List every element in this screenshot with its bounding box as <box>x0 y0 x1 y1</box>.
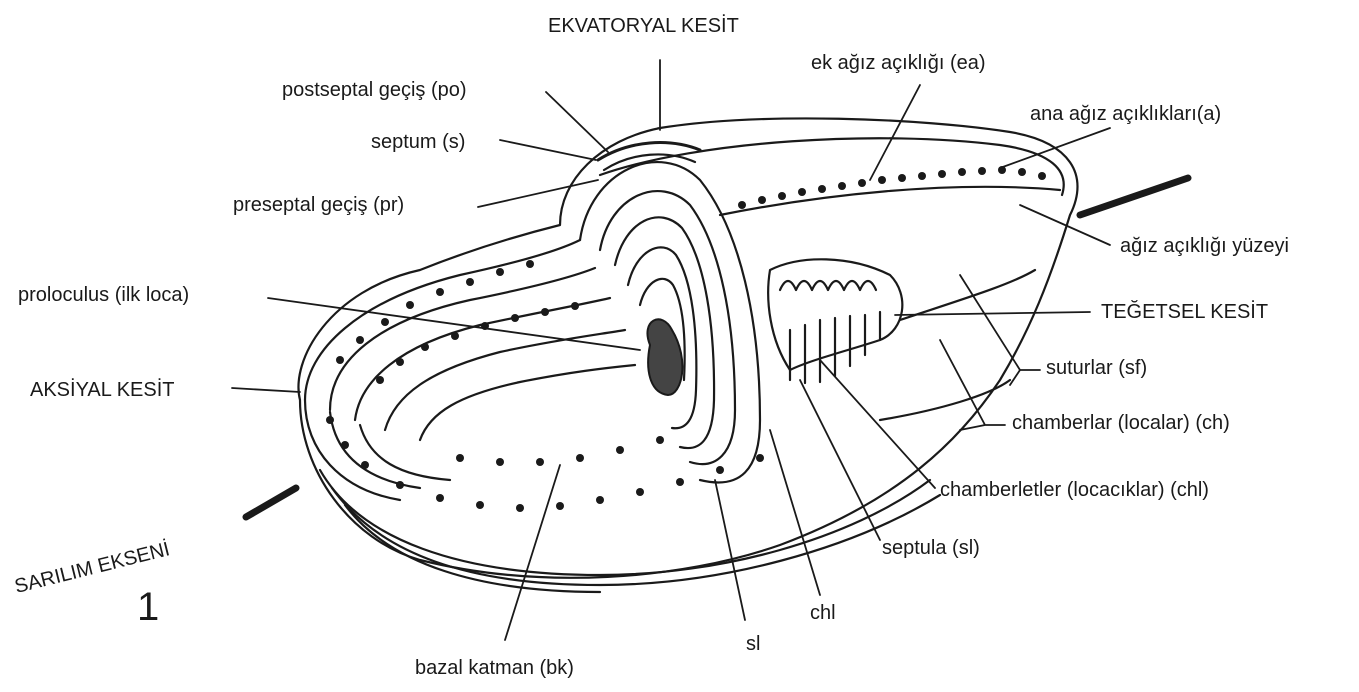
label-proloculus: proloculus (ilk loca) <box>18 283 189 307</box>
label-chamberletler: chamberletler (locacıklar) (chl) <box>940 478 1209 502</box>
label-postseptal: postseptal geçiş (po) <box>282 78 467 102</box>
label-bazal-katman: bazal katman (bk) <box>415 656 574 680</box>
coiling-axis-left <box>246 488 296 517</box>
label-chamberlar: chamberlar (localar) (ch) <box>1012 411 1230 435</box>
figure-number: 1 <box>137 585 159 629</box>
label-suturlar: suturlar (sf) <box>1046 356 1147 380</box>
coiling-axis-right <box>1080 178 1188 215</box>
label-sl: sl <box>746 632 760 656</box>
label-preseptal: preseptal geçiş (pr) <box>233 193 404 217</box>
label-ek-agiz: ek ağız açıklığı (ea) <box>811 51 986 75</box>
label-ana-agiz: ana ağız açıklıkları(a) <box>1030 102 1221 126</box>
label-septum: septum (s) <box>371 130 465 154</box>
label-aksiyal-kesit: AKSİYAL KESİT <box>30 378 175 402</box>
label-septula: septula (sl) <box>882 536 980 560</box>
label-tegetsel-kesit: TEĞETSEL KESİT <box>1101 300 1268 324</box>
label-ekvatoryal-kesit: EKVATORYAL KESİT <box>548 14 739 38</box>
label-agiz-yuzeyi: ağız açıklığı yüzeyi <box>1120 234 1289 258</box>
label-chl: chl <box>810 601 836 625</box>
